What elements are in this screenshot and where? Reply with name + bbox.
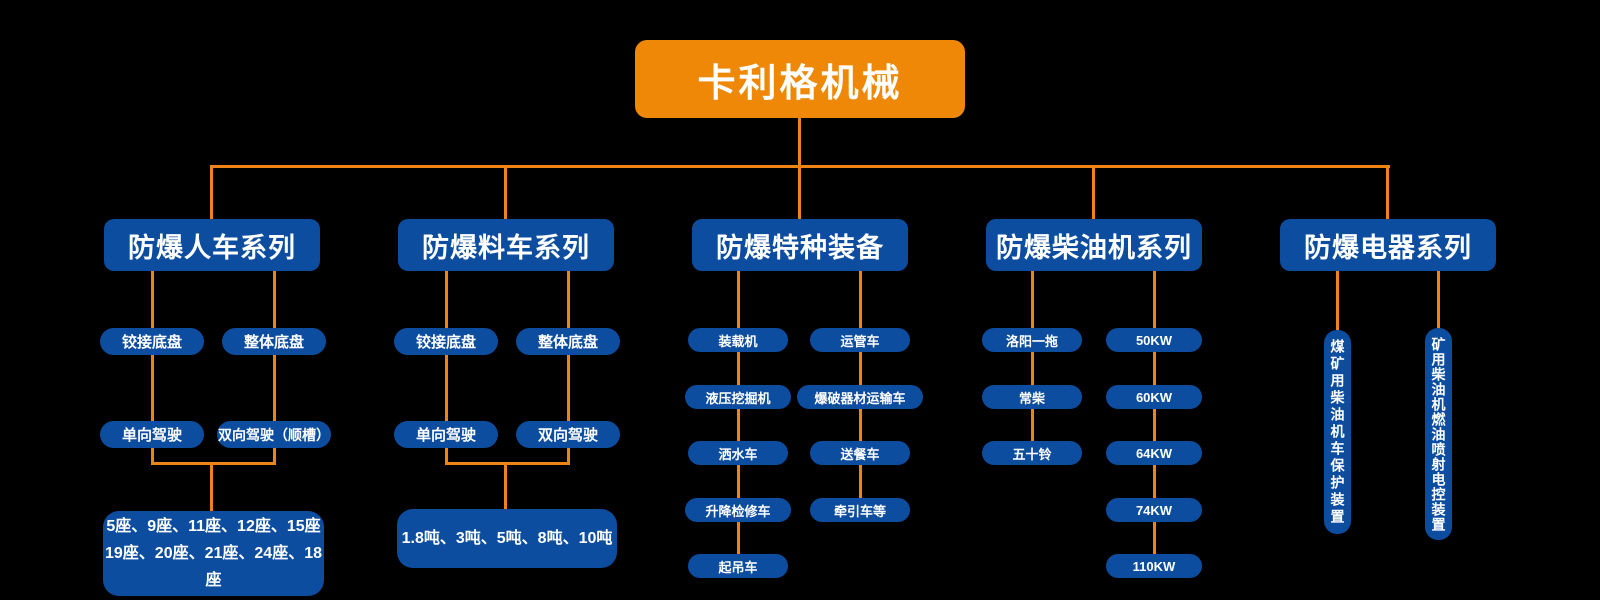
connector-stub xyxy=(798,165,801,223)
tree-node: 74KW xyxy=(1106,498,1202,522)
connector-column xyxy=(1153,266,1156,557)
root-label: 卡利格机械 xyxy=(697,62,903,105)
summary-node: 5座、9座、11座、12座、15座 19座、20座、21座、24座、18座 xyxy=(103,511,324,596)
connector-drop xyxy=(210,462,213,512)
tree-node: 常柴 xyxy=(982,385,1082,409)
connector-stub xyxy=(504,165,507,223)
branch-2-header: 防爆料车系列 xyxy=(398,219,614,271)
branch-4-header: 防爆柴油机系列 xyxy=(986,219,1202,271)
connector-column xyxy=(1437,266,1440,332)
summary-line: 1.8吨、3吨、5吨、8吨、10吨 xyxy=(401,530,613,547)
connector-column xyxy=(1336,266,1339,332)
tree-node: 洛阳一拖 xyxy=(982,328,1082,352)
tree-node: 110KW xyxy=(1106,554,1202,578)
tree-node: 运管车 xyxy=(810,328,910,352)
tree-node: 60KW xyxy=(1106,385,1202,409)
vertical-node: 矿用柴油机燃油喷射电控装置 xyxy=(1425,328,1452,540)
tree-node: 升降检修车 xyxy=(685,498,791,522)
tree-node: 铰接底盘 xyxy=(100,328,204,355)
branch-4-label: 防爆柴油机系列 xyxy=(996,232,1192,263)
connector-column xyxy=(1031,266,1034,444)
connector-merge xyxy=(151,462,276,465)
tree-node: 双向驾驶 xyxy=(516,421,620,448)
branch-2-label: 防爆料车系列 xyxy=(422,232,590,263)
tree-node: 铰接底盘 xyxy=(394,328,498,355)
vertical-node: 煤矿用柴油机车保护装置 xyxy=(1324,330,1351,534)
connector-column xyxy=(445,266,448,465)
connector-column xyxy=(273,266,276,465)
connector-column xyxy=(737,266,740,557)
connector-root-drop xyxy=(798,118,801,170)
tree-node: 送餐车 xyxy=(810,441,910,465)
connector-stub xyxy=(1386,165,1389,223)
connector-drop xyxy=(504,462,507,510)
branch-5-header: 防爆电器系列 xyxy=(1280,219,1496,271)
tree-node: 64KW xyxy=(1106,441,1202,465)
tree-node: 单向驾驶 xyxy=(394,421,498,448)
tree-node: 起吊车 xyxy=(688,554,788,578)
connector-column xyxy=(567,266,570,465)
branch-3-header: 防爆特种装备 xyxy=(692,219,908,271)
tree-node: 爆破器材运输车 xyxy=(797,385,923,409)
tree-node: 双向驾驶（顺槽） xyxy=(217,421,331,448)
branch-5-label: 防爆电器系列 xyxy=(1304,232,1472,263)
summary-line: 5座、9座、11座、12座、15座 xyxy=(106,518,321,535)
tree-node: 整体底盘 xyxy=(516,328,620,355)
tree-node: 牵引车等 xyxy=(810,498,910,522)
summary-node: 1.8吨、3吨、5吨、8吨、10吨 xyxy=(397,509,617,568)
connector-stub xyxy=(1092,165,1095,223)
tree-node: 五十铃 xyxy=(982,441,1082,465)
summary-line: 19座、20座、21座、24座、18座 xyxy=(105,545,322,589)
tree-node: 液压挖掘机 xyxy=(685,385,791,409)
tree-node: 整体底盘 xyxy=(222,328,326,355)
tree-node: 洒水车 xyxy=(688,441,788,465)
branch-3-label: 防爆特种装备 xyxy=(716,232,884,263)
root-node: 卡利格机械 xyxy=(635,40,965,118)
tree-node: 单向驾驶 xyxy=(100,421,204,448)
connector-column xyxy=(151,266,154,465)
connector-column xyxy=(859,266,862,502)
connector-stub xyxy=(210,165,213,223)
branch-1-label: 防爆人车系列 xyxy=(128,232,296,263)
tree-node: 50KW xyxy=(1106,328,1202,352)
connector-merge xyxy=(445,462,570,465)
branch-1-header: 防爆人车系列 xyxy=(104,219,320,271)
tree-node: 装载机 xyxy=(688,328,788,352)
